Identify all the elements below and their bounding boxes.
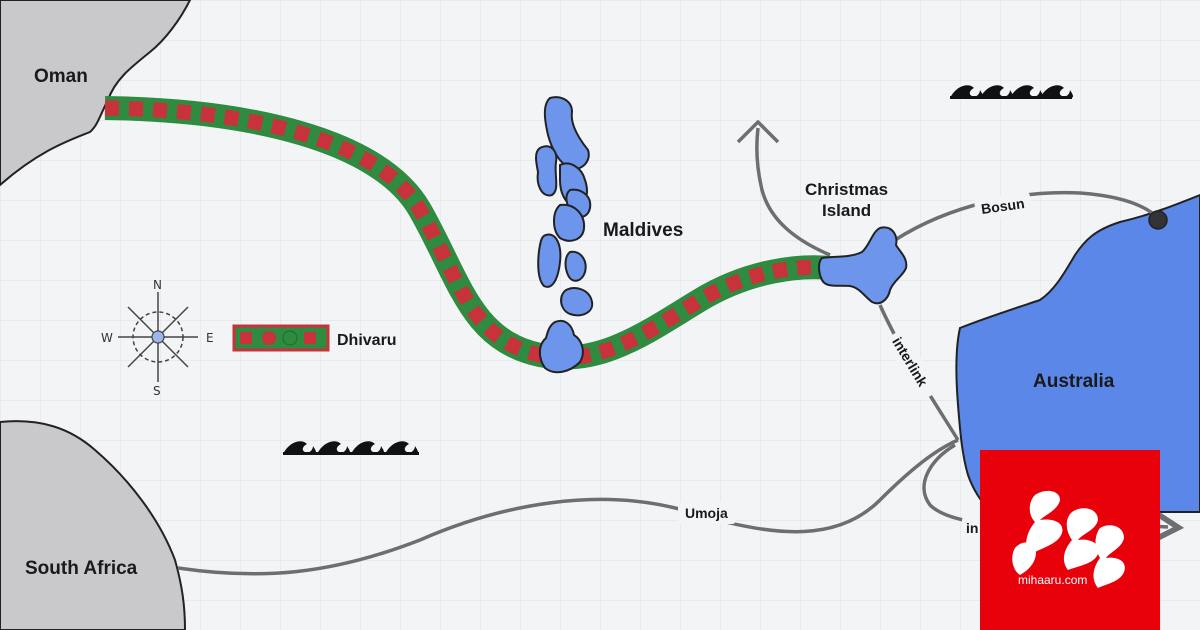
legend-label: Dhivaru [337, 332, 397, 349]
wave-icon [950, 85, 1073, 99]
mihaaru-logo-mark-icon [1012, 490, 1125, 588]
australia-landing-point [1148, 210, 1168, 230]
legend-dhivaru: Dhivaru [232, 324, 397, 352]
oman-label: Oman [34, 66, 88, 87]
compass-west-label: W [101, 331, 113, 345]
mihaaru-site-label: mihaaru.com [1018, 573, 1087, 587]
bosun-cable [894, 190, 1160, 242]
interlink-partial-label: in [966, 520, 978, 536]
christmas-island-shape [818, 226, 908, 305]
compass-east-label: E [206, 331, 214, 345]
island-shape [543, 96, 590, 170]
island-shape [538, 319, 584, 374]
compass-rose-icon: N E S W [101, 278, 214, 398]
christmas-island-label-line2: Island [822, 201, 871, 220]
island-shape [537, 233, 562, 288]
island-shape [564, 250, 587, 282]
australia-label: Australia [1033, 371, 1115, 392]
interlink-partial-label-group: in [962, 517, 984, 539]
south-africa-landmass [0, 420, 187, 630]
mihaaru-logo[interactable]: mihaaru.com [980, 450, 1160, 630]
island-shape [553, 203, 586, 242]
island-shape [535, 145, 558, 197]
australia-landmass [955, 193, 1200, 513]
compass-south-label: S [153, 384, 161, 398]
maldives-label: Maldives [603, 220, 683, 241]
umoja-label-group: Umoja [678, 502, 736, 524]
bosun-label-group: Bosun [974, 191, 1032, 221]
south-africa-label: South Africa [25, 558, 138, 579]
bosun-label: Bosun [980, 195, 1025, 217]
christmas-island-label-line1: Christmas [805, 180, 888, 199]
north-arrowhead-icon [736, 120, 780, 144]
maldives-islands [535, 96, 594, 374]
island-shape [560, 287, 594, 317]
dhivaru-cable-outer [104, 96, 832, 370]
umoja-label: Umoja [685, 505, 728, 521]
wave-icon [283, 441, 419, 455]
compass-north-label: N [153, 278, 162, 292]
christmas-island-north-cable [755, 127, 831, 257]
umoja-cable [177, 438, 959, 576]
